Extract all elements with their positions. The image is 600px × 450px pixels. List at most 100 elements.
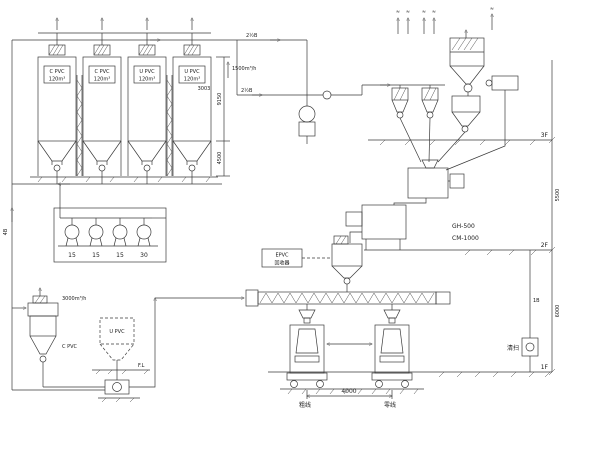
- storage-silo-1: C PVC 120m³: [37, 18, 77, 184]
- vent-mark: ≈: [490, 6, 494, 12]
- silo-2-name: C PVC: [94, 69, 110, 75]
- floor-2-label: 2F: [541, 242, 549, 249]
- recycler-label-line1: EPVC: [275, 253, 289, 259]
- floor-3-label: 3F: [541, 132, 549, 139]
- cooling-mixer-motor-icon: [345, 211, 363, 227]
- vent-mark: ≈: [422, 9, 426, 15]
- inline-fan-icon: [322, 90, 332, 100]
- cooling-mixer: [345, 204, 407, 250]
- silo-1-discharge-valve-icon: [53, 164, 61, 172]
- left-conveying-line: 4B: [3, 40, 105, 391]
- blower-station: 15 15 15 30: [53, 184, 167, 263]
- storage-silo-4: U PVC 120m³ 3003: [172, 18, 212, 184]
- packing-line-2-label: 零线: [384, 401, 396, 409]
- blower-4-icon: [136, 224, 152, 240]
- recycler-label-line2: 回收器: [274, 260, 289, 267]
- silo-2-discharge-valve-icon: [98, 164, 106, 172]
- vent-mark: ≈: [432, 9, 436, 15]
- floor-1-line: 1F: [268, 364, 552, 378]
- vent-mark: ≈: [396, 9, 400, 15]
- top-transfer-piping: 2½B 2½B 1500m³/h: [228, 32, 445, 144]
- storage-silo-3: U PVC 120m³: [127, 18, 167, 184]
- blower-3-icon: [112, 224, 128, 240]
- weigh-hopper-3-valve-icon: [461, 125, 469, 133]
- silo-2-capacity: 120m³: [94, 77, 110, 83]
- storage-silo-2: C PVC 120m³: [82, 18, 122, 184]
- bag-station-cpvc-label: C PVC: [62, 344, 78, 350]
- wheel-icon: [316, 380, 324, 388]
- weigh-hopper-2: [421, 87, 439, 163]
- weigh-hopper-1: [391, 87, 422, 163]
- floor-1-label: 1F: [541, 364, 549, 371]
- right-dimension-column: 5500 6000: [548, 60, 561, 376]
- recycler-valve-icon: [343, 277, 351, 285]
- blower-1-rating: 15: [68, 252, 76, 259]
- recycler-label-box: EPVC 回收器: [261, 248, 332, 268]
- wheel-icon: [375, 380, 383, 388]
- cleaner-label: 清扫: [507, 344, 519, 352]
- screw-conveyor: [155, 289, 451, 324]
- silo-height-dim: 9150: [217, 93, 223, 106]
- silo-4-width-dim: 3003: [198, 86, 211, 92]
- weigh-hopper-3: [437, 95, 481, 163]
- bag-dump-station: 3000m³/h C PVC U PVC F.L: [27, 288, 155, 403]
- floor-2-line: 2F: [364, 242, 552, 256]
- blower-3-rating: 15: [116, 252, 124, 259]
- blower-2-icon: [88, 224, 104, 240]
- left-pipe-size: 4B: [3, 228, 9, 235]
- floor-3-platform: 3F: [368, 132, 552, 146]
- bag-station-valve-icon: [39, 355, 47, 363]
- vent-filter-fan-icon: [298, 105, 316, 123]
- bag-station-airflow: 3000m³/h: [62, 296, 86, 302]
- heating-mixer: GH-500 CM-1000: [393, 159, 479, 242]
- silo-ground-line: [12, 176, 222, 184]
- silo-leg-dim: 4500: [217, 152, 223, 165]
- blower-2-rating: 15: [92, 252, 100, 259]
- weigh-hopper-2-valve-icon: [426, 111, 434, 119]
- packing-station-2: [371, 324, 413, 388]
- packing-span-dim: 4000: [341, 388, 356, 395]
- vent-mark: ≈: [406, 9, 410, 15]
- cooling-mixer-model: CM-1000: [452, 235, 479, 242]
- packing-station-1: [286, 324, 328, 388]
- bag-station-upvc-label: U PVC: [109, 329, 125, 335]
- receiving-filter: [449, 37, 485, 96]
- pipe-size-top: 2½B: [246, 32, 258, 39]
- feeder-motor-icon: [485, 79, 493, 87]
- floor-2-3-dim: 5500: [555, 189, 561, 202]
- floor-1-2-dim: 6000: [555, 305, 561, 318]
- floor-level-label: F.L: [138, 363, 145, 369]
- silo-3-capacity: 120m³: [139, 77, 155, 83]
- packing-line-1-label: 粗线: [299, 401, 311, 409]
- weigh-hopper-1-valve-icon: [396, 111, 404, 119]
- silo-3-discharge-valve-icon: [143, 164, 151, 172]
- cleaning-unit: 1B 清扫: [507, 250, 540, 372]
- recycler-hopper: [331, 235, 363, 292]
- silo-vent-header: [12, 32, 307, 40]
- main-airflow-label: 1500m³/h: [232, 66, 256, 72]
- wheel-icon: [290, 380, 298, 388]
- silo-1-capacity: 120m³: [49, 77, 65, 83]
- blower-4-rating: 30: [140, 252, 148, 259]
- silo-1-name: C PVC: [49, 69, 65, 75]
- silo-4-discharge-valve-icon: [188, 164, 196, 172]
- pipe-size-mid: 2½B: [241, 87, 253, 94]
- silo-3-name: U PVC: [139, 69, 155, 75]
- wheel-icon: [401, 380, 409, 388]
- blower-1-icon: [64, 224, 80, 240]
- cleaner-fan-icon: [525, 342, 535, 352]
- silo-4-capacity: 120m³: [184, 77, 200, 83]
- side-feeder-unit: [445, 75, 519, 171]
- packing-area-annotations: 4000 粗线 零线: [280, 344, 424, 409]
- silo-dimension-chain: 9150 4500: [216, 56, 230, 177]
- conveyor-motor-icon: [435, 291, 451, 305]
- right-pipe-size: 1B: [533, 298, 540, 304]
- silo-access-ladders: [76, 75, 173, 177]
- silo-4-name: U PVC: [184, 69, 200, 75]
- rotary-valve-icon: [463, 83, 473, 93]
- feeder-pump-icon: [112, 382, 122, 392]
- heating-mixer-motor-icon: [449, 173, 465, 189]
- atmosphere-vents: ≈ ≈ ≈ ≈ ≈: [396, 6, 494, 38]
